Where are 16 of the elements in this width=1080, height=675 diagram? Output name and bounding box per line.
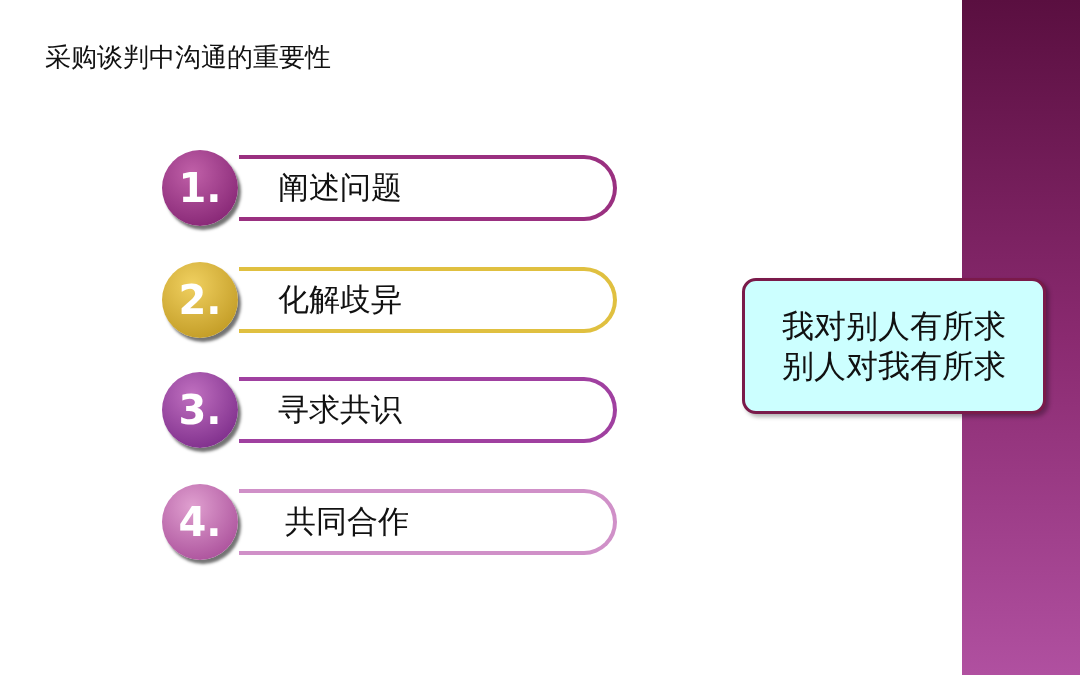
step-number: 3. (178, 387, 222, 433)
step-label: 共同合作 (285, 502, 409, 541)
note-box (742, 278, 1046, 414)
step-pill (239, 489, 617, 555)
step-number: 1. (178, 165, 222, 211)
step-pill (239, 155, 617, 221)
step-pill (239, 267, 617, 333)
step-number: 4. (178, 499, 222, 545)
note-text: 别人对我有所求 (782, 346, 1006, 386)
step-label: 化解歧异 (278, 280, 402, 319)
note-text: 我对别人有所求 (782, 306, 1006, 346)
step-label: 寻求共识 (278, 390, 402, 429)
step-label: 阐述问题 (278, 168, 402, 207)
slide-title: 采购谈判中沟通的重要性 (45, 41, 331, 74)
step-number: 2. (178, 277, 222, 323)
step-pill (239, 377, 617, 443)
